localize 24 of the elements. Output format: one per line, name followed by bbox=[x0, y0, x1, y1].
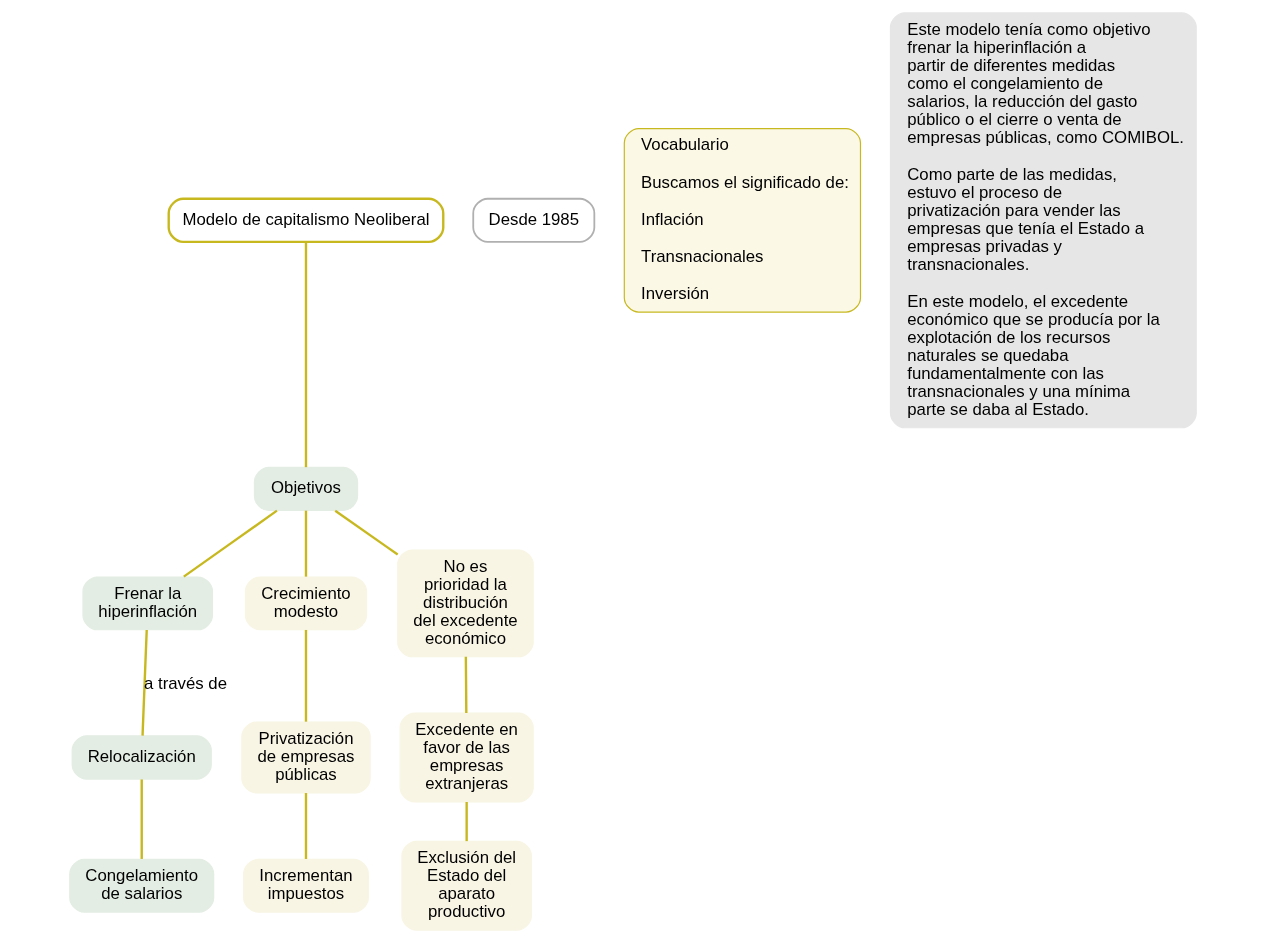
node-box: Congelamiento de salarios bbox=[68, 858, 214, 913]
node-box: Crecimiento modesto bbox=[244, 576, 367, 631]
connector bbox=[464, 802, 468, 842]
node-box: Excedente en favor de las empresas extranjeras bbox=[399, 712, 534, 803]
node-box: No es prioridad la distribución del excedente económico bbox=[396, 549, 534, 658]
connector bbox=[464, 656, 467, 714]
node-box: Incrementan impuestos bbox=[242, 858, 369, 913]
node-box: Frenar la hiperinflación bbox=[81, 576, 213, 631]
node-box: Vocabulario Buscamos el significado de: Inflación Transnacionales Inversión bbox=[623, 128, 861, 313]
node-box: Modelo de capitalismo Neoliberal bbox=[167, 197, 444, 244]
connector bbox=[304, 629, 307, 722]
node-box: Exclusión del Estado del aparato productivo bbox=[400, 840, 532, 931]
connector bbox=[304, 793, 307, 859]
node-box: Este modelo tenía como objetivo frenar la hiperinflación a partir de diferentes medidas como el congelamiento de salarios, la reducción del gasto público o el cierre o venta de empresas públicas, como COMIBOL. Como parte de las medidas, estuvo el proceso de privatización para vender las empresas que tenía el Estado a empresas privadas y transnacionales. En este modelo, el excedente económico que se producía por la explotación de los recursos naturales se quedaba fundamentalmente con las transnacionales y una mínima parte se daba al Estado. bbox=[889, 12, 1197, 429]
node-box: Desde 1985 bbox=[471, 197, 595, 243]
connector bbox=[140, 629, 148, 736]
connector bbox=[304, 241, 307, 468]
node-box: Privatización de empresas públicas bbox=[240, 721, 371, 794]
node-box: Objetivos bbox=[253, 466, 358, 512]
connector bbox=[182, 509, 278, 578]
connector bbox=[140, 779, 143, 859]
node-box: Relocalización bbox=[71, 735, 212, 780]
connector bbox=[304, 510, 307, 577]
connector bbox=[334, 509, 398, 556]
